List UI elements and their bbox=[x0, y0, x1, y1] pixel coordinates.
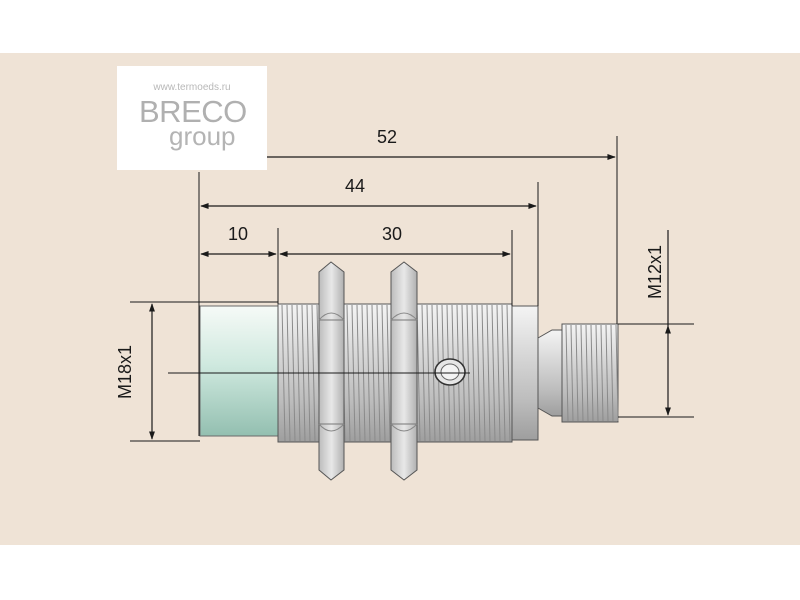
sensing-face bbox=[199, 305, 279, 437]
dimension-lines bbox=[149, 154, 671, 440]
logo-sub: group bbox=[169, 121, 236, 151]
connector-neck bbox=[537, 329, 563, 417]
hex-nut-left bbox=[318, 261, 345, 481]
dim-label-m12: M12x1 bbox=[645, 245, 665, 299]
logo-url: www.termoeds.ru bbox=[153, 82, 231, 93]
hex-nut-right bbox=[390, 261, 418, 481]
dim-label-30: 30 bbox=[382, 224, 402, 244]
connector-thread bbox=[561, 323, 619, 423]
logo-brand: BRECO bbox=[139, 94, 247, 129]
breco-logo: www.termoeds.ru BRECO group bbox=[117, 66, 267, 170]
dim-label-10: 10 bbox=[228, 224, 248, 244]
body-end bbox=[511, 305, 539, 441]
led-indicator bbox=[434, 358, 466, 386]
dim-label-52: 52 bbox=[377, 127, 397, 147]
dim-label-m18: M18x1 bbox=[115, 345, 135, 399]
extension-lines bbox=[130, 136, 694, 442]
dim-label-44: 44 bbox=[345, 176, 365, 196]
